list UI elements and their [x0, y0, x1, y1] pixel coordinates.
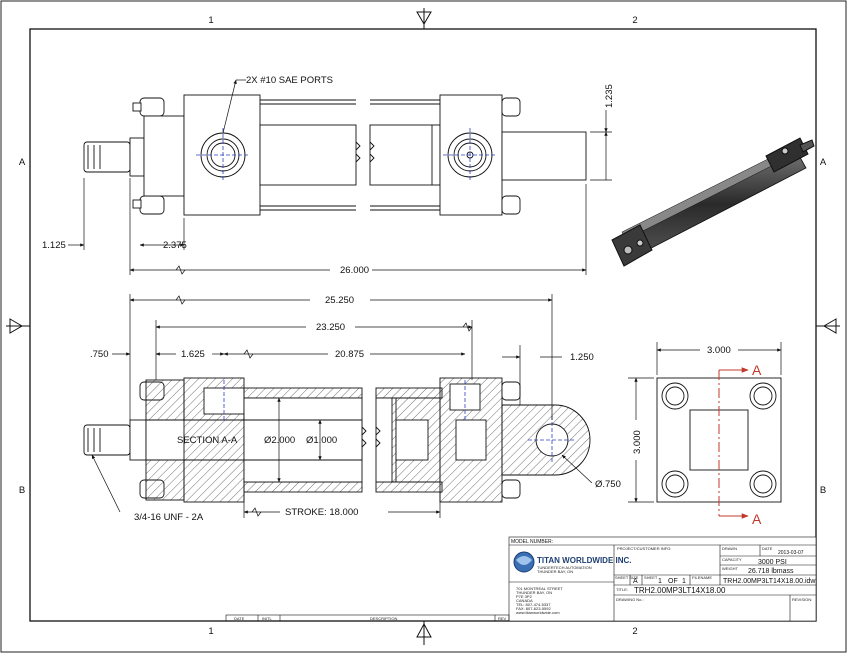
address-line-2: THUNDER BAY, ON — [516, 590, 552, 595]
rev-table-initl: INITL — [262, 616, 273, 621]
drawn-label: DRAWN — [722, 546, 737, 551]
company-logo — [513, 551, 535, 573]
company-name: TITAN WORLDWIDE INC. — [537, 556, 632, 565]
revision-label: REVISION: — [792, 597, 812, 602]
address-line-5: TEL: 807-474-5337 — [516, 602, 551, 607]
drawing-no-label: DRAWING No.: — [616, 597, 644, 602]
top-view-centerlines — [196, 128, 497, 182]
top-view-dimensions — [68, 79, 612, 275]
capacity-label: CAPACITY — [722, 557, 742, 562]
rev-table-description: DESCRIPTION — [370, 616, 397, 621]
pin-diameter: Ø.750 — [595, 479, 621, 490]
dim-26000: 26.000 — [340, 265, 369, 276]
ports-label: 2X #10 SAE PORTS — [246, 75, 333, 86]
dim-1625: 1.625 — [181, 349, 205, 360]
section-letter-top: A — [752, 362, 762, 378]
address-line-7: www.titanworldwide.com — [516, 610, 560, 615]
dim-1235: 1.235 — [604, 84, 615, 108]
bore-diameter: Ø2.000 — [264, 435, 295, 446]
centering-mark-right — [816, 318, 840, 334]
date-value: 2013-03-07 — [778, 550, 804, 556]
section-dimensions — [91, 294, 593, 518]
title-block — [225, 536, 817, 622]
centering-mark-bottom — [416, 621, 432, 645]
title-label: TITLE: — [616, 587, 628, 592]
address-line-1: 701 MONTREAL STREET — [516, 586, 563, 591]
of-label: OF — [668, 578, 678, 585]
zone-top-1: 1 — [208, 15, 213, 26]
address-line-4: CANADA — [516, 598, 533, 603]
zone-bottom-2: 2 — [632, 626, 637, 637]
dim-1125: 1.125 — [42, 240, 66, 251]
company-line-1: TUNDERTECH AUTOMATION — [537, 565, 592, 570]
of-value: 1 — [682, 578, 686, 585]
dim-750: .750 — [90, 349, 109, 360]
zone-left-a: A — [19, 157, 26, 168]
title-value: TRH2.00MP3LT14X18.00 — [634, 586, 726, 595]
zone-top-2: 2 — [632, 15, 637, 26]
zone-right-b: B — [820, 485, 826, 496]
filename-value: TRH2.00MP3LT14X18.00.idw — [723, 578, 816, 585]
sheet-label: SHEET — [644, 575, 658, 580]
zone-right-a: A — [820, 157, 827, 168]
weight-value: 26.718 lbmass — [748, 568, 794, 575]
rev-table-rev: REV — [498, 616, 507, 621]
top-view — [83, 94, 587, 216]
company-line-2: THUNDER BAY, ON — [537, 569, 573, 574]
dim-25250: 25.250 — [325, 295, 354, 306]
dim-1250: 1.250 — [570, 352, 594, 363]
centering-mark-left — [6, 318, 30, 334]
weight-label: WEIGHT — [722, 566, 739, 571]
section-label: SECTION A-A — [177, 435, 238, 446]
capacity-value: 3000 PSI — [758, 559, 787, 566]
address-line-6: FAX: 807-623-5592 — [516, 606, 551, 611]
project-label: PROJECT/CUSTOMER INFO: — [617, 546, 671, 551]
dim-2375: 2.375 — [163, 240, 187, 251]
filename-label: FILENAME — [692, 575, 712, 580]
rev-table-date: DATE — [234, 616, 245, 621]
address-line-3: P7E 3P2 — [516, 594, 533, 599]
sheet-size-value: A — [633, 578, 638, 585]
end-dim-width: 3.000 — [707, 345, 731, 356]
isometric-cylinder-view — [611, 137, 815, 267]
section-centerlines — [223, 380, 576, 464]
zone-left-b: B — [19, 485, 25, 496]
zone-bottom-1: 1 — [208, 626, 213, 637]
sheet-size-label: SHEET SIZE — [615, 575, 639, 580]
dim-20875: 20.875 — [335, 349, 364, 360]
end-view-section-line — [718, 367, 749, 519]
date-label: DATE — [762, 546, 773, 551]
section-letter-bottom: A — [752, 511, 762, 527]
sheet-value: 1 — [658, 578, 662, 585]
end-dim-height: 3.000 — [632, 430, 643, 454]
thread-label: 3/4-16 UNF - 2A — [134, 512, 204, 523]
model-number-label: MODEL NUMBER: — [511, 539, 553, 545]
stroke-label: STROKE: 18.000 — [285, 507, 358, 518]
dim-23250: 23.250 — [316, 322, 345, 333]
centering-mark-top — [416, 8, 432, 29]
section-view — [83, 377, 591, 503]
rod-diameter: Ø1.000 — [306, 435, 337, 446]
end-view-dimensions — [628, 342, 782, 503]
